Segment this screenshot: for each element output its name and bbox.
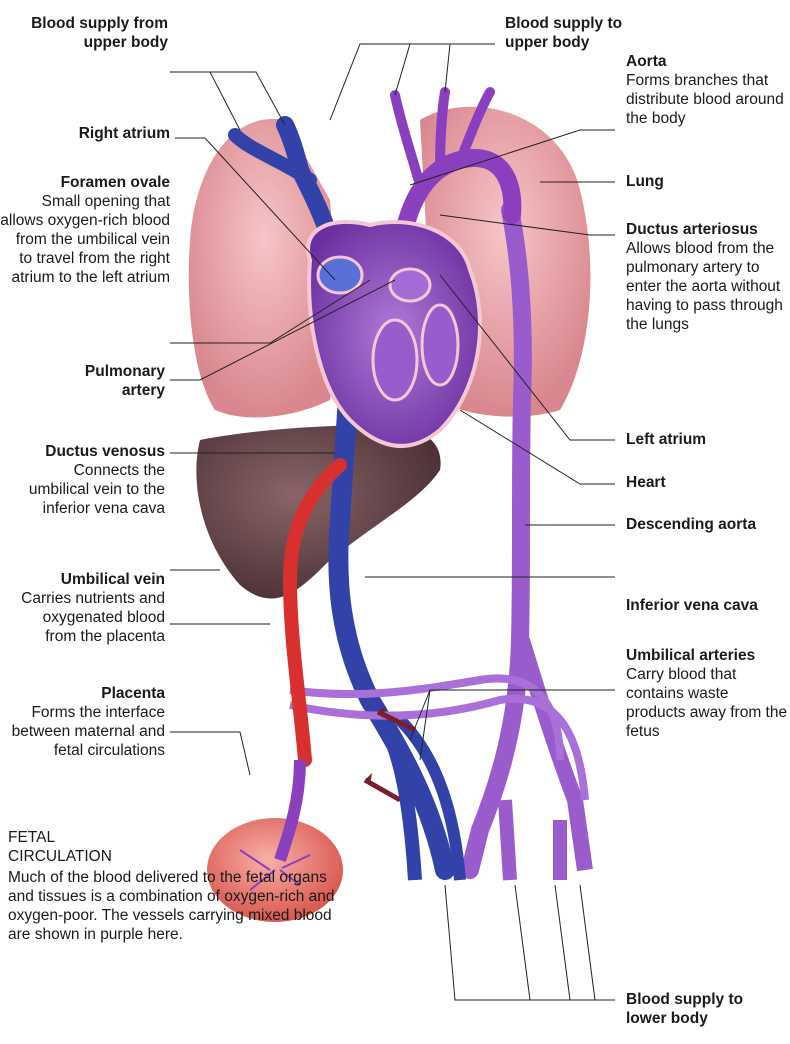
label-title: Aorta <box>626 52 790 71</box>
label-title: Umbilical arteries <box>626 646 790 665</box>
label-umbilical-vein: Umbilical vein Carries nutrients and oxy… <box>10 570 165 646</box>
label-title: Ductus venosus <box>10 442 165 461</box>
label-title: Lung <box>626 172 746 191</box>
label-desc: Connects the umbilical vein to the infer… <box>10 461 165 518</box>
label-desc: Small opening that allows oxygen-rich bl… <box>0 192 170 287</box>
caption-body: Much of the blood delivered to the fetal… <box>8 868 343 944</box>
label-desc: Forms branches that distribute blood aro… <box>626 71 790 128</box>
label-title: Descending aorta <box>626 515 790 534</box>
label-foramen-ovale: Foramen ovale Small opening that allows … <box>0 173 170 287</box>
caption-title: FETAL CIRCULATION <box>8 828 118 866</box>
label-inferior-vena-cava: Inferior vena cava <box>626 596 790 615</box>
label-ductus-arteriosus: Ductus arteriosus Allows blood from the … <box>626 220 790 334</box>
label-pulmonary-artery: Pulmonary artery <box>40 362 165 400</box>
label-title: Foramen ovale <box>0 173 170 192</box>
label-descending-aorta: Descending aorta <box>626 515 790 534</box>
label-blood-supply-to-upper-body: Blood supply to upper body <box>505 14 625 52</box>
label-aorta: Aorta Forms branches that distribute blo… <box>626 52 790 128</box>
label-title: Placenta <box>0 684 165 703</box>
label-lung: Lung <box>626 172 746 191</box>
label-blood-supply-to-lower-body: Blood supply to lower body <box>626 990 766 1028</box>
label-title: Right atrium <box>20 124 170 143</box>
label-desc: Carry blood that contains waste products… <box>626 665 790 741</box>
label-title: Inferior vena cava <box>626 596 790 615</box>
label-title: Pulmonary artery <box>40 362 165 400</box>
liver <box>196 425 440 599</box>
label-title: Umbilical vein <box>10 570 165 589</box>
label-desc: Carries nutrients and oxygenated blood f… <box>10 589 165 646</box>
label-left-atrium: Left atrium <box>626 430 776 449</box>
label-title: Ductus arteriosus <box>626 220 790 239</box>
label-blood-supply-from-upper-body: Blood supply from upper body <box>20 14 168 52</box>
label-heart: Heart <box>626 473 776 492</box>
label-right-atrium: Right atrium <box>20 124 170 143</box>
label-desc: Forms the interface between maternal and… <box>0 703 165 760</box>
label-umbilical-arteries: Umbilical arteries Carry blood that cont… <box>626 646 790 741</box>
label-title: Blood supply to upper body <box>505 14 625 52</box>
label-ductus-venosus: Ductus venosus Connects the umbilical ve… <box>10 442 165 518</box>
label-placenta: Placenta Forms the interface between mat… <box>0 684 165 760</box>
label-title: Blood supply to lower body <box>626 990 766 1028</box>
label-title: Blood supply from upper body <box>20 14 168 52</box>
label-desc: Allows blood from the pulmonary artery t… <box>626 239 790 334</box>
label-title: Heart <box>626 473 776 492</box>
label-title: Left atrium <box>626 430 776 449</box>
